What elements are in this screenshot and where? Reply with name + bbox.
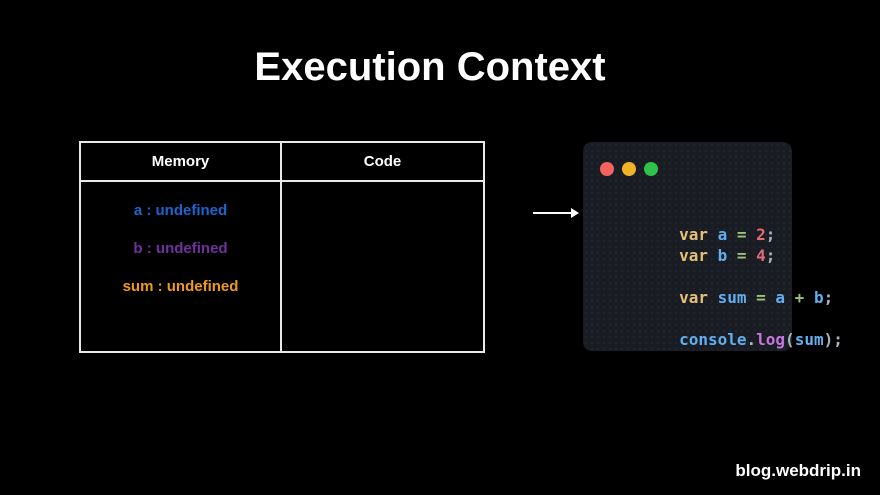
- code-token: log: [756, 330, 786, 349]
- minimize-dot-icon: [622, 162, 636, 176]
- code-token: console: [679, 330, 747, 349]
- right-arrow-icon: [533, 206, 579, 219]
- code-token: .: [746, 330, 757, 349]
- code-token: a: [717, 225, 728, 244]
- code-column-header: Code: [363, 153, 402, 170]
- watermark: blog.webdrip.in: [735, 461, 861, 480]
- code-token: ;: [765, 225, 776, 244]
- code-line-3: var sum = a + b;: [602, 266, 843, 307]
- code-token: ;: [833, 330, 843, 349]
- code-token: =: [727, 246, 757, 265]
- code-token: +: [785, 288, 814, 307]
- code-token: =: [727, 225, 757, 244]
- memory-column-cell: a : undefined b : undefined sum : undefi…: [81, 182, 282, 351]
- code-token: a: [775, 288, 786, 307]
- code-column-cell: [282, 182, 483, 351]
- code-token: ;: [823, 288, 834, 307]
- code-token: 2: [756, 225, 766, 244]
- table-header-row: Memory Code: [81, 143, 483, 182]
- memory-code-table: Memory Code a : undefined b : undefined …: [79, 141, 485, 353]
- code-block: var a = 2; var b = 4; var sum = a + b; c…: [602, 203, 843, 349]
- code-line-2: var b = 4;: [602, 224, 843, 265]
- code-token: var: [679, 225, 718, 244]
- memory-entry-b: b : undefined: [133, 240, 228, 257]
- page-title: Execution Context: [254, 45, 606, 89]
- code-token: ): [823, 330, 834, 349]
- memory-entry-sum: sum : undefined: [122, 278, 239, 295]
- maximize-dot-icon: [644, 162, 658, 176]
- table-body-row: a : undefined b : undefined sum : undefi…: [81, 182, 483, 351]
- code-token: sum: [717, 288, 747, 307]
- close-dot-icon: [600, 162, 614, 176]
- code-token: (: [785, 330, 795, 349]
- memory-column-header: Memory: [81, 143, 282, 180]
- code-token: 4: [756, 246, 766, 265]
- code-token: b: [717, 246, 728, 265]
- code-token: =: [746, 288, 776, 307]
- code-token: var: [679, 288, 718, 307]
- memory-entry-a: a : undefined: [133, 202, 228, 219]
- code-token: ;: [765, 246, 776, 265]
- window-controls: [600, 162, 658, 176]
- arrow-line: [533, 211, 571, 214]
- code-token: var: [679, 246, 718, 265]
- code-token: b: [813, 288, 824, 307]
- code-line-4: console.log(sum);: [602, 308, 843, 349]
- code-token: sum: [794, 330, 824, 349]
- code-editor-window: var a = 2; var b = 4; var sum = a + b; c…: [583, 142, 843, 351]
- arrow-head: [571, 207, 579, 218]
- code-line-1: var a = 2;: [602, 203, 843, 244]
